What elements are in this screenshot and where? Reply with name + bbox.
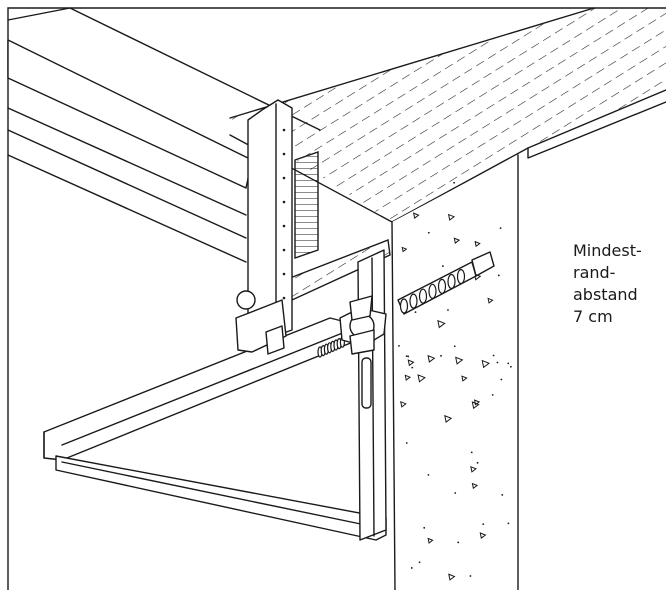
aggregate-stone: [474, 240, 481, 248]
diagonal-brace: [55, 455, 387, 541]
aggregate-dot: [453, 181, 456, 184]
aggregate-stone: [471, 401, 480, 410]
aggregate-dot: [454, 492, 457, 494]
aggregate-dot: [423, 526, 426, 529]
annotation-label: Mindest- rand- abstand 7 cm: [573, 241, 642, 326]
aggregate-dot: [407, 355, 410, 358]
aggregate-dot: [507, 362, 510, 365]
aggregate-dot: [410, 567, 413, 569]
anchor-bolt: [317, 251, 495, 358]
aggregate-stone: [455, 356, 464, 365]
frame-border: [7, 7, 666, 591]
post-hole: [282, 296, 286, 300]
anchor-ridge: [437, 278, 447, 294]
post-hole: [282, 152, 286, 156]
anchor-ridge: [447, 273, 456, 290]
aggregate-dot: [501, 494, 504, 496]
aggregate-stone: [412, 212, 420, 219]
aggregate-dot: [414, 311, 417, 314]
aggregate-dot: [492, 354, 495, 357]
aggregate-stone: [401, 246, 408, 253]
aggregate-dot: [411, 366, 414, 369]
aggregate-dot: [497, 274, 500, 277]
aggregate-stone: [427, 537, 434, 544]
aggregate-dot: [470, 451, 473, 454]
bracket-arm: [43, 299, 359, 461]
aggregate-dot: [398, 344, 400, 347]
aggregate-dot: [453, 345, 456, 348]
aggregate-stone: [447, 213, 456, 221]
aggregate-stone: [448, 573, 456, 581]
aggregate-stone: [471, 482, 479, 490]
aggregate-dot: [491, 393, 494, 396]
post-hole: [282, 248, 286, 252]
anchor-ridge: [456, 269, 466, 285]
anchor-ridge: [399, 298, 409, 314]
aggregate-dot: [476, 461, 479, 464]
slab-top: [229, 7, 666, 223]
post-hole: [282, 200, 286, 204]
post-hole: [282, 176, 286, 180]
aggregate-dot: [510, 365, 512, 368]
post-hole: [282, 128, 286, 132]
aggregate-stone: [470, 465, 477, 473]
post-hole: [282, 224, 286, 228]
aggregate-stone: [473, 399, 481, 406]
aggregate-dot: [500, 378, 503, 381]
aggregate-stone: [404, 374, 412, 381]
post-holes: [282, 128, 286, 300]
aggregate-stone: [407, 359, 415, 367]
anchor-ridge: [418, 288, 428, 304]
bolt-thread: [317, 336, 345, 358]
aggregate-stone: [479, 532, 487, 539]
aggregate-stone: [400, 401, 407, 408]
anchor-ridges: [399, 269, 466, 314]
guardrail-boards: [7, 7, 321, 263]
aggregate-dot: [405, 442, 408, 444]
aggregate-dot: [427, 473, 430, 476]
aggregate-stone: [481, 359, 491, 369]
aggregate-dot: [457, 541, 460, 544]
concrete-wall: [391, 154, 519, 591]
anchor-ridge: [428, 283, 437, 299]
aggregate-stone: [417, 374, 426, 383]
aggregate-dot: [441, 265, 444, 267]
aggregate-stone: [444, 414, 453, 423]
aggregate-stone: [461, 375, 468, 382]
aggregate-stone: [453, 237, 461, 244]
aggregate-dot: [418, 561, 421, 564]
vertical-post: [236, 99, 293, 341]
aggregate-dot: [405, 355, 408, 358]
aggregate-dot: [507, 522, 510, 525]
aggregate-dot: [482, 523, 485, 526]
post-hole: [282, 272, 286, 276]
anchor-ridge: [409, 293, 418, 309]
aggregate-stone: [427, 354, 436, 363]
aggregate-stone: [487, 297, 494, 304]
aggregate-dot: [427, 231, 430, 234]
aggregate-dot: [469, 575, 472, 577]
aggregate-dot: [499, 227, 502, 230]
aggregate-dot: [447, 309, 449, 311]
aggregate-dot: [440, 354, 442, 357]
aggregate-dot: [496, 361, 499, 364]
aggregate-stone: [437, 319, 446, 329]
wall-plate: [357, 249, 387, 541]
